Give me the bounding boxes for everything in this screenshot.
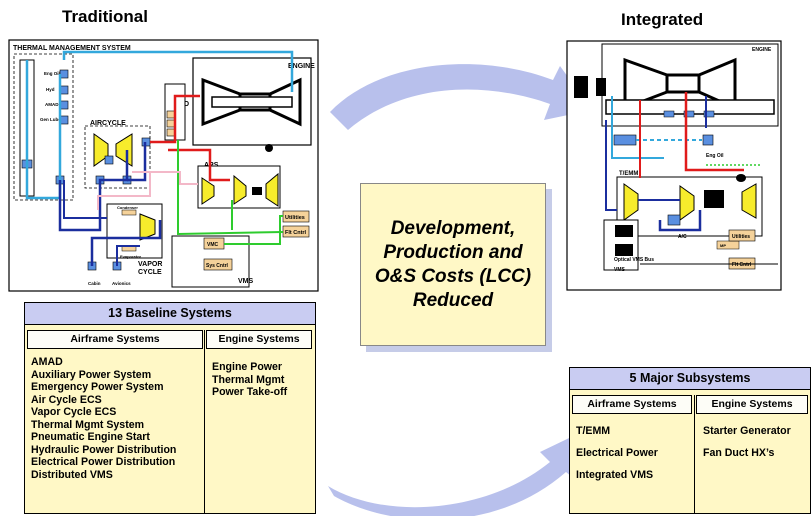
list-item: Thermal Mgmt System: [31, 418, 145, 431]
ac-label: A/C: [678, 234, 687, 240]
list-item: Air Cycle ECS: [31, 393, 102, 406]
tms-title: THERMAL MANAGEMENT SYSTEM: [13, 45, 131, 52]
list-item: Distributed VMS: [31, 468, 113, 481]
utilities-label: Utilities: [285, 215, 305, 221]
aircycle-label: AIRCYCLE: [90, 120, 126, 127]
baseline-airframe-header: Airframe Systems: [27, 330, 203, 349]
evaporator-label: Evaporator: [120, 254, 142, 259]
integrated-heading: Integrated: [621, 10, 704, 29]
baseline-table-title: 13 Baseline Systems: [25, 303, 315, 325]
optical-bus-label: Optical VMS Bus: [614, 257, 654, 263]
major-table-title: 5 Major Subsystems: [570, 368, 810, 390]
int-flt-cntrl-label: Flt Cntrl: [732, 262, 752, 268]
list-item: Auxiliary Power System: [31, 368, 152, 381]
hyd-label: Hyd: [46, 87, 55, 92]
baseline-airframe-list: AMAD Auxiliary Power System Emergency Po…: [31, 356, 176, 481]
int-vms-label: VMS: [614, 267, 626, 273]
mp-label: MP: [720, 243, 726, 248]
lcc-callout-text: Development, Production and O&S Costs (L…: [374, 217, 532, 311]
cabin-label: Cabin: [88, 281, 101, 286]
amad-hx-label: AMAD: [45, 102, 59, 107]
flt-cntrl-label: Flt Cntrl: [285, 230, 307, 236]
int-engine-label: ENGINE: [752, 47, 772, 53]
list-item: Engine Power: [212, 361, 283, 373]
baseline-engine-list: Engine Power Thermal Mgmt Power Take-off: [212, 361, 287, 399]
list-item: Starter Generator: [703, 425, 791, 437]
list-item: Electrical Power: [576, 447, 658, 459]
vapor-label-1: VAPOR: [138, 261, 162, 268]
major-airframe-header: Airframe Systems: [572, 395, 692, 414]
list-item: Pneumatic Engine Start: [31, 431, 150, 443]
list-item: T/EMM: [576, 425, 611, 437]
vmc-label: VMC: [207, 242, 219, 248]
list-item: Hydraulic Power Distribution: [31, 443, 177, 456]
baseline-column-divider: [204, 330, 205, 513]
lcc-callout: Development, Production and O&S Costs (L…: [360, 183, 546, 346]
vapor-label-2: CYCLE: [138, 269, 162, 276]
major-column-divider: [694, 395, 695, 513]
flow-arrow-top: [330, 64, 592, 130]
flow-arrow-bottom: [328, 428, 590, 516]
eng-oil-label: Eng Oil: [44, 71, 60, 76]
list-item: Thermal Mgmt: [212, 373, 285, 386]
major-engine-header: Engine Systems: [696, 395, 808, 414]
list-item: AMAD: [31, 356, 63, 368]
list-item: Power Take-off: [212, 386, 288, 398]
traditional-heading: Traditional: [62, 7, 148, 26]
condenser-label: Condenser: [117, 205, 138, 210]
vms-label: VMS: [238, 278, 254, 285]
list-item: Electrical Power Distribution: [31, 456, 176, 468]
traditional-diagram: THERMAL MANAGEMENT SYSTEM ENGINE AMAD AI…: [8, 39, 319, 292]
integrated-diagram: ENGINE T/EMM Eng Oil A/C Optical VMS Bus…: [566, 40, 782, 291]
list-item: Integrated VMS: [576, 469, 654, 481]
list-item: Emergency Power System: [31, 381, 164, 393]
list-item: Fan Duct HX’s: [703, 447, 775, 459]
int-utilities-label: Utilities: [732, 234, 750, 240]
major-engine-list: Starter Generator Fan Duct HX’s: [703, 420, 791, 464]
list-item: Vapor Cycle ECS: [31, 406, 117, 418]
baseline-systems-table: 13 Baseline Systems Airframe Systems Eng…: [24, 302, 316, 514]
major-airframe-list: T/EMM Electrical Power Integrated VMS: [576, 420, 658, 486]
temm-label: T/EMM: [619, 171, 638, 177]
major-subsystems-table: 5 Major Subsystems Airframe Systems Engi…: [569, 367, 811, 514]
int-eng-oil-label: Eng Oil: [706, 153, 724, 159]
avionics-label: Avionics: [112, 281, 131, 286]
engine-label: ENGINE: [288, 63, 315, 70]
sys-cntrl-label: Sys Cntrl: [206, 263, 229, 269]
gen-lube-label: Gen Lube: [40, 117, 61, 122]
baseline-engine-header: Engine Systems: [206, 330, 312, 349]
